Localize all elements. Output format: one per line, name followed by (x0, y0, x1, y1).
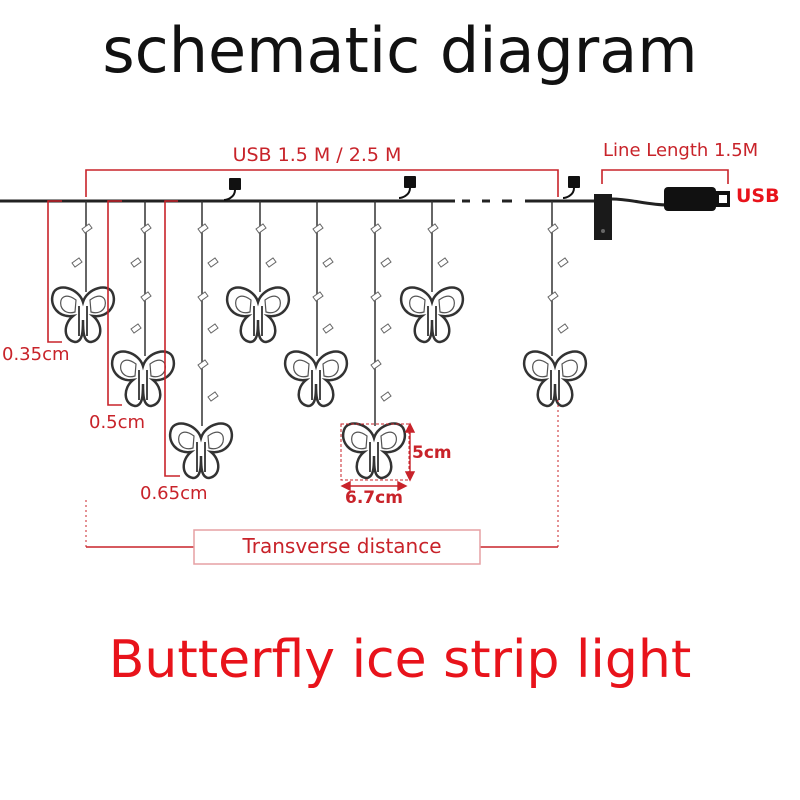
drop-brackets (47, 200, 180, 477)
hook-icons (223, 176, 580, 201)
line-length-label: Line Length 1.5M (603, 140, 758, 161)
diagram-title: schematic diagram (102, 14, 698, 87)
main-wire (0, 197, 669, 207)
butterfly-icons (50, 286, 588, 480)
controller-box-icon (594, 194, 612, 240)
butterfly-width-label: 6.7cm (345, 488, 403, 508)
drop-length-1: 0.35cm (2, 344, 70, 365)
line-length-bracket (601, 169, 729, 184)
butterfly-height-label: 5cm (412, 443, 452, 463)
drop-length-3: 0.65cm (140, 483, 208, 504)
usb-span-label: USB 1.5 M / 2.5 M (233, 144, 402, 166)
product-name: Butterfly ice strip light (108, 630, 692, 690)
transverse-distance-label: Transverse distance (241, 534, 441, 558)
transverse-bracket (85, 400, 559, 565)
butterfly-dimensions (340, 422, 416, 492)
hanging-strands (85, 201, 553, 426)
usb-label: USB (736, 185, 780, 207)
drop-length-2: 0.5cm (89, 412, 145, 433)
usb-plug-icon (664, 187, 730, 211)
usb-span-bracket (85, 169, 559, 197)
